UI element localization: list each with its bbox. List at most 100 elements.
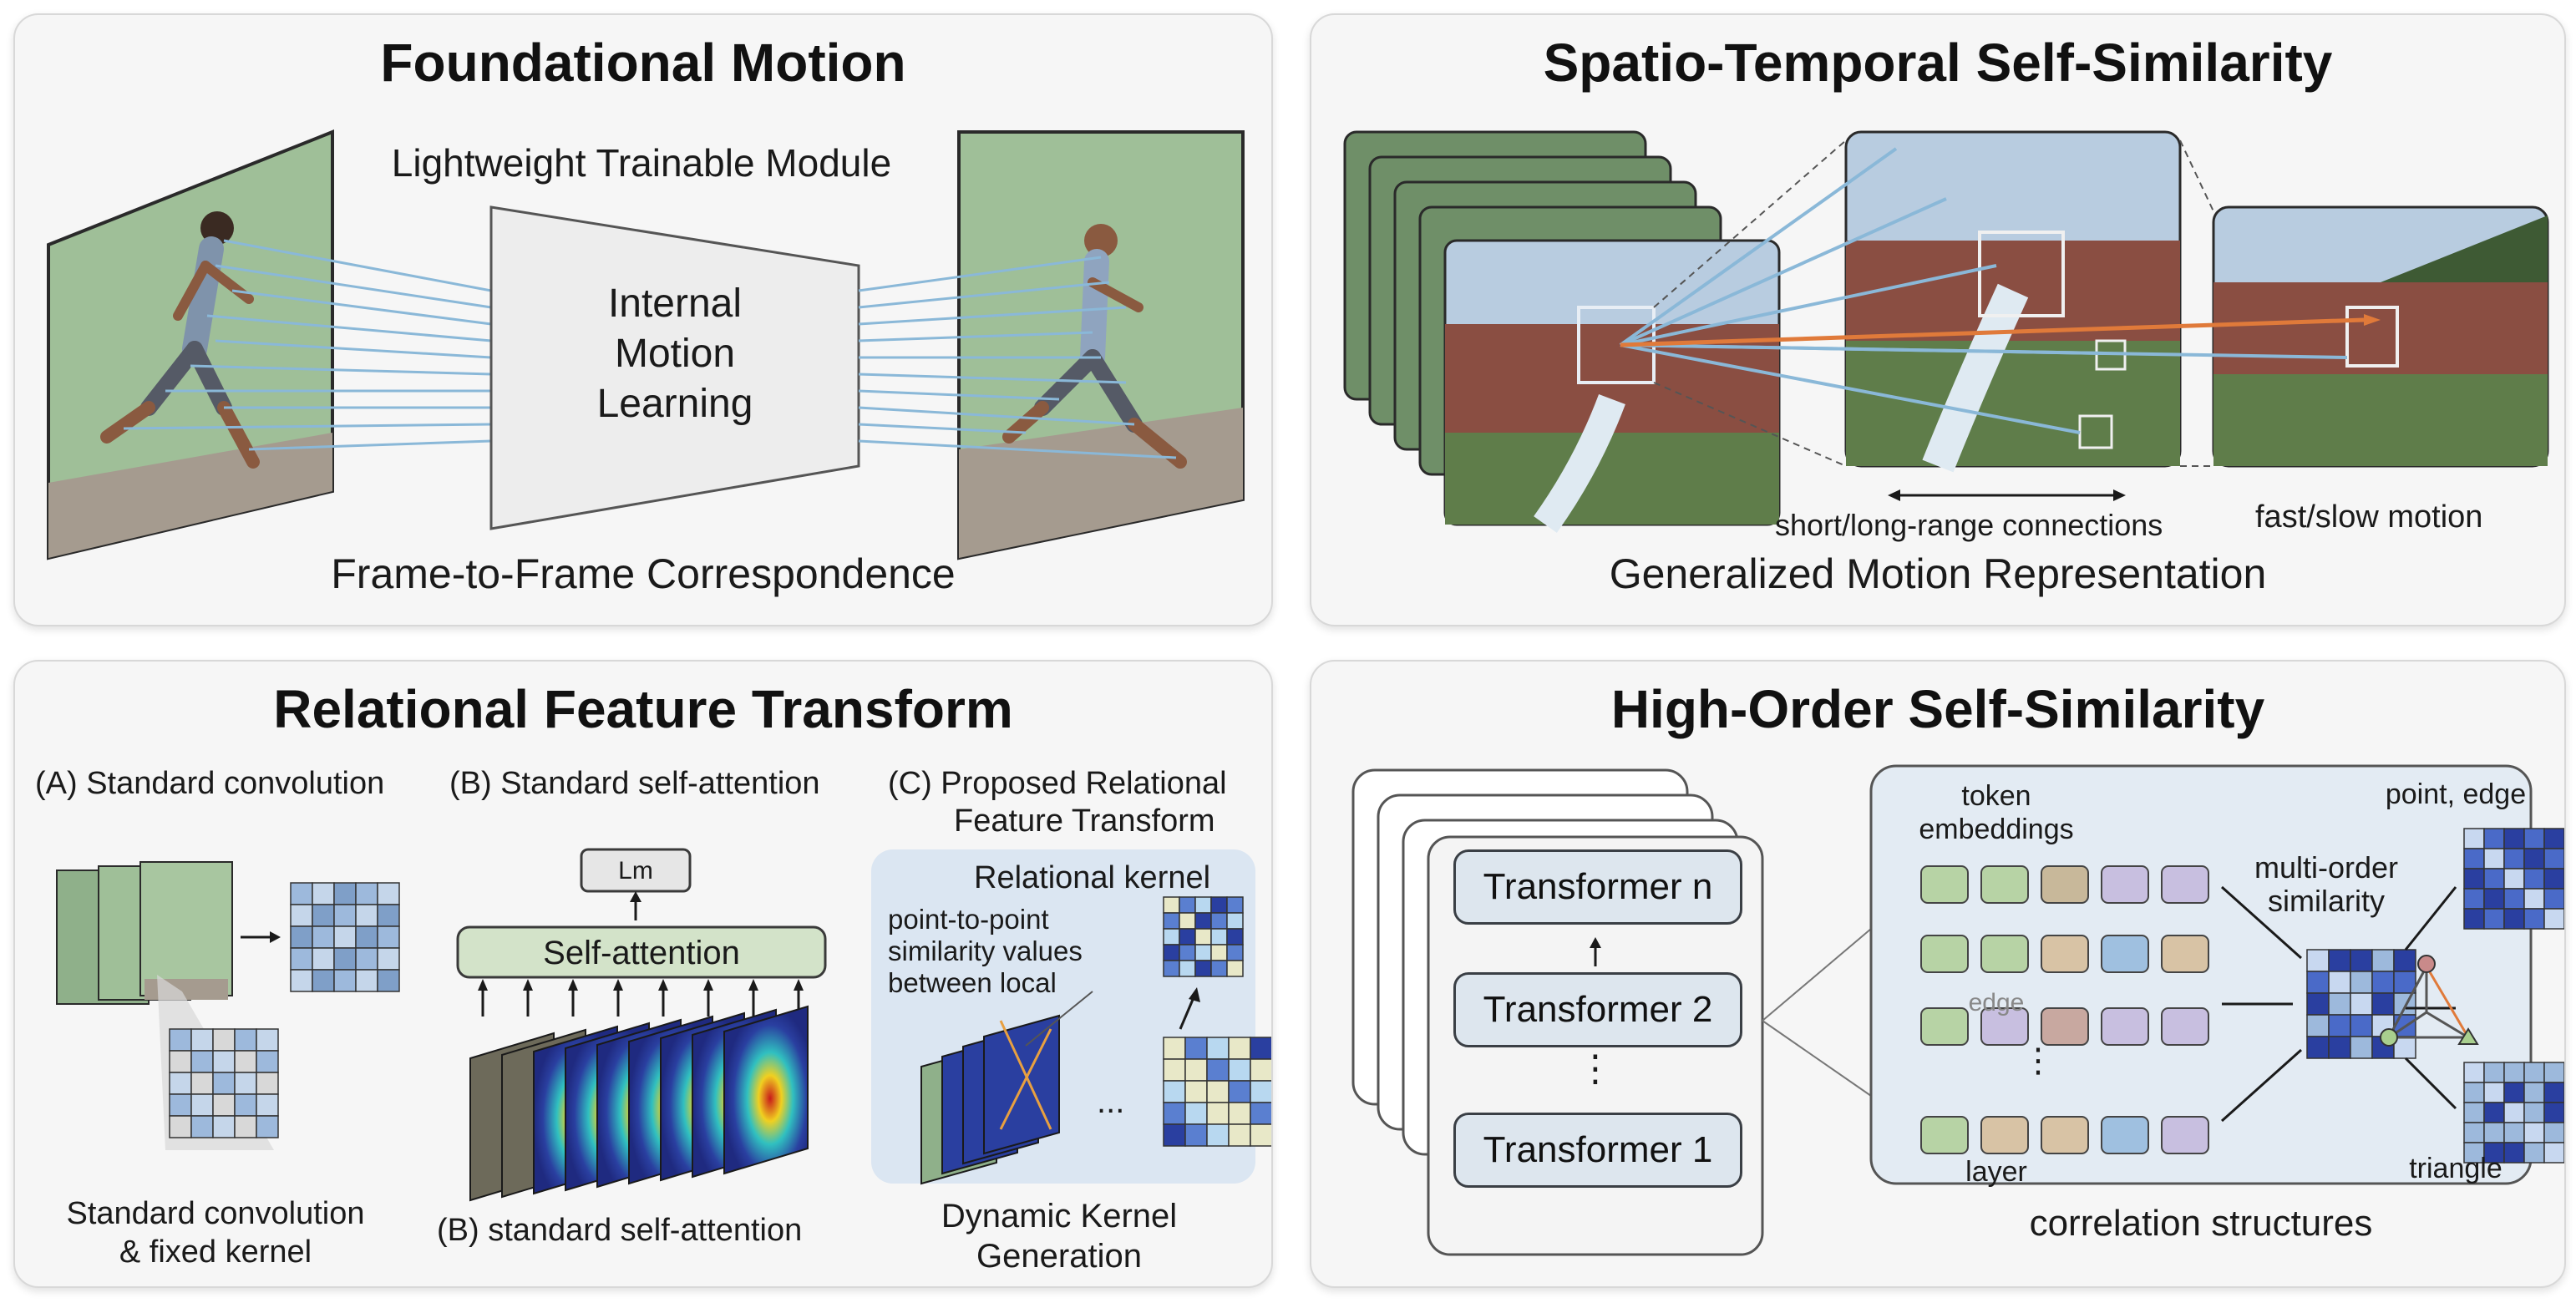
token-embedding [2101,1007,2149,1046]
caption-a-line2: & fixed kernel [119,1235,312,1270]
grid-cell [2328,992,2351,1016]
grid-cell [1179,944,1196,961]
layers-ellipsis: ⋮ [1577,1048,1614,1089]
attention-arrowhead [613,979,623,991]
caption-c-line1: Dynamic Kernel [941,1198,1178,1235]
grid-cell [169,1115,192,1138]
grid-cell [2503,1122,2525,1143]
grid-cell [312,904,335,927]
grid-cell [2393,992,2416,1016]
grid-cell [2328,949,2351,972]
grid-cell [1179,896,1196,914]
grid-cell [2463,848,2485,870]
token-embedding [2101,1116,2149,1154]
grid-cell [1226,912,1244,930]
heading-b: (B) Standard self-attention [449,766,820,801]
grid-cell [2523,1102,2545,1123]
orange-arrowhead [2364,314,2381,326]
grid-cell [1163,1058,1186,1082]
token-embedding [1920,1116,1969,1154]
grid-cell [377,925,400,949]
grid-cell [2543,1062,2564,1083]
token-label-line1: token [1961,780,2031,812]
grid-cell [2371,949,2395,972]
lm-label: Lm [618,857,653,885]
attention-arrowhead [658,979,668,991]
grid-cell [1206,1080,1230,1103]
grid-cell [355,947,378,971]
conv-output-grid [290,882,400,992]
grid-cell [2393,971,2416,994]
grid-cell [1206,1037,1230,1060]
token-embedding [1920,935,1969,973]
grid-cell [312,969,335,992]
grid-cell [2463,1062,2485,1083]
grid-cell [333,925,357,949]
layer-label: layer [1965,1156,2027,1188]
grid-cell [2483,1102,2505,1123]
token-label-line2: embeddings [1919,814,2074,845]
grid-cell [234,1050,257,1073]
token-embedding [2041,865,2089,904]
grid-cell [2503,1062,2525,1083]
grid-cell [2523,1122,2545,1143]
grid-cell [256,1072,279,1095]
grid-cell [1194,896,1212,914]
similarity-line2: similarity values [888,935,1083,966]
grid-cell [1250,1037,1271,1060]
grid-cell [1206,1123,1230,1147]
grid-cell [1206,1102,1230,1125]
grid-cell [2503,848,2525,870]
grid-cell [2503,1082,2525,1103]
grid-cell [234,1072,257,1095]
grid-cell [1228,1123,1251,1147]
runner-left-icon [100,211,260,469]
attention-arrowhead [478,979,488,991]
motion-diagram [47,129,1245,560]
caption-a-line1: Standard convolution [66,1196,365,1231]
grid-cell [2523,828,2545,849]
grid-cell [377,969,400,992]
edge-label: edge [1968,989,2025,1017]
panel-title: High-Order Self-Similarity [1610,679,2265,739]
grid-cell [1163,1123,1186,1147]
grid-cell [333,969,357,992]
self-attention-block [456,925,827,979]
grid-cell [1163,960,1180,977]
grid-cell [2503,1102,2525,1123]
grid-cell [1184,1058,1208,1082]
grid-cell [312,925,335,949]
multi-order-line1: multi-order [2254,850,2399,885]
grid-cell [1226,944,1244,961]
grid-cell [212,1050,236,1073]
grid-cell [190,1115,214,1138]
panel-title: Foundational Motion [380,33,906,93]
grid-cell [333,947,357,971]
grid-cell [2306,971,2330,994]
grid-cell [234,1028,257,1052]
grid-cell [1163,1080,1186,1103]
grid-cell [2306,1014,2330,1037]
grid-cell [2523,868,2545,890]
token-embedding [2161,1116,2209,1154]
connection-arrows [1619,147,2348,434]
grid-cell [169,1050,192,1073]
token-embedding [2161,865,2209,904]
grid-cell [2306,1036,2330,1059]
grid-cell [2306,949,2330,972]
grid-cell [2463,1122,2485,1143]
grid-cell [290,925,313,949]
grid-cell [2483,1082,2505,1103]
grid-cell [2543,1122,2564,1143]
grid-cell [2463,1102,2485,1123]
grid-cell [1194,912,1212,930]
grid-cell [1228,1080,1251,1103]
triangle-graph-icon [2380,955,2479,1047]
grid-cell [2371,971,2395,994]
grid-cell [355,925,378,949]
triangle-label: triangle [2409,1153,2502,1184]
grid-cell [169,1072,192,1095]
grid-cell [2463,828,2485,849]
grid-cell [2543,868,2564,890]
grid-cell [1250,1058,1271,1082]
